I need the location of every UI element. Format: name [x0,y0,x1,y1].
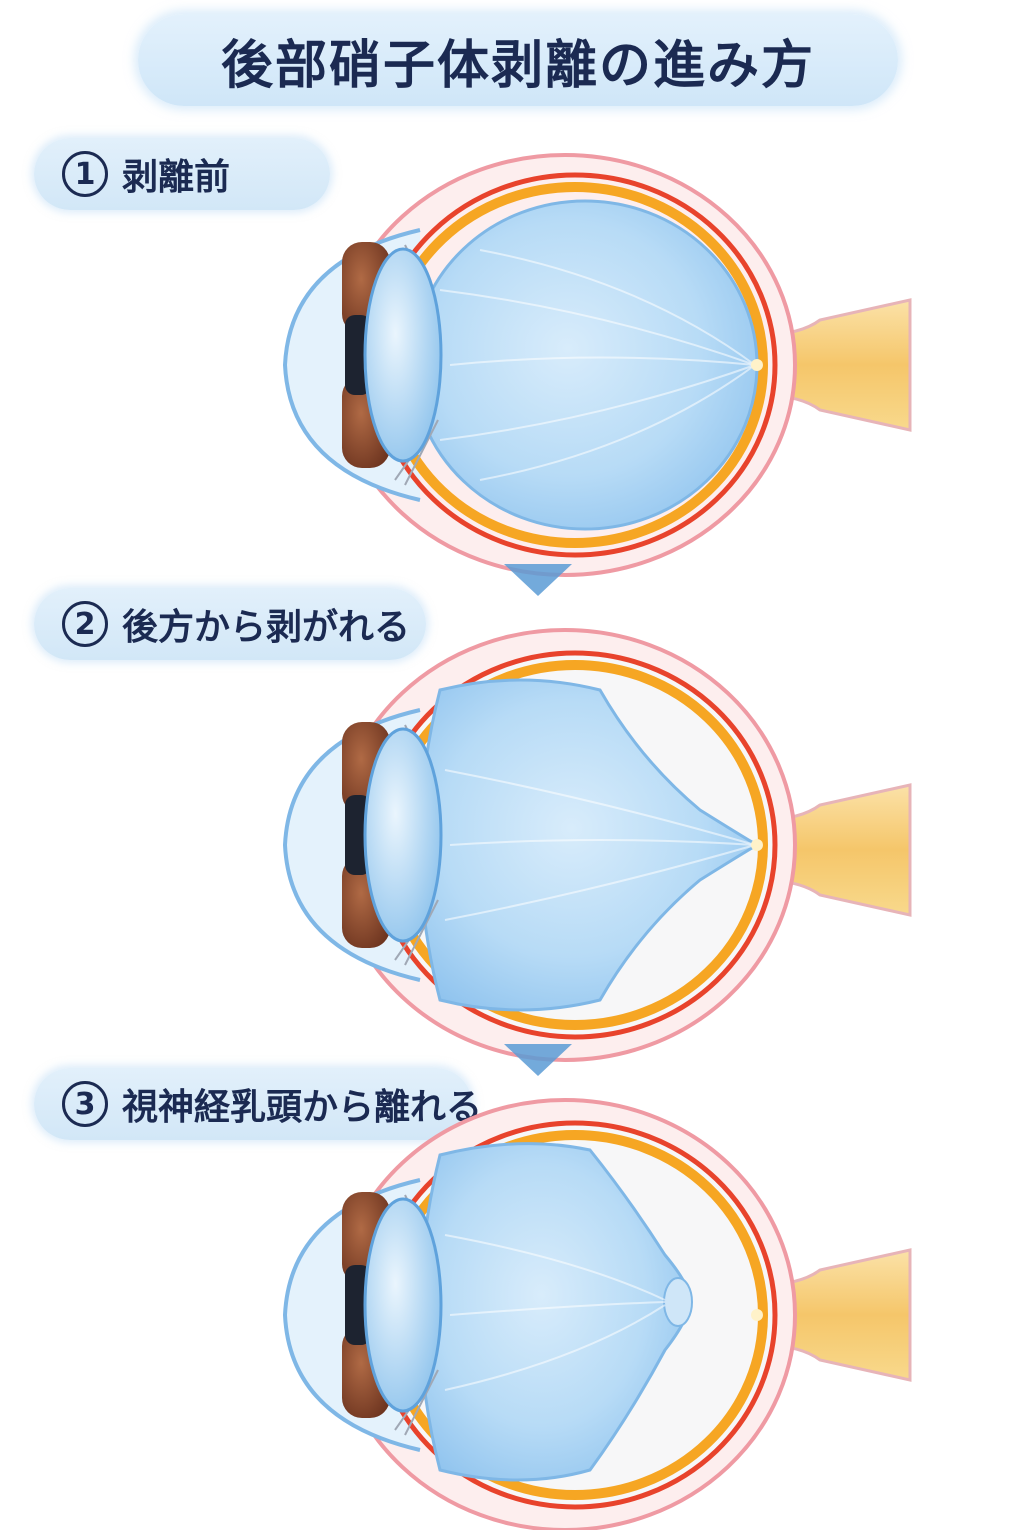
lens [363,727,443,943]
vitreous-body [411,199,759,531]
optic-disc [751,1309,763,1321]
triangle-down-icon [504,564,572,596]
weiss-ring [663,1277,693,1327]
title-banner: 後部硝子体剥離の進み方 [138,14,898,106]
step-2-number: 2 [62,601,108,647]
eye-diagram-before-detachment [282,153,912,577]
optic-disc [751,359,763,371]
vitreous-body [418,1142,692,1482]
lens [363,247,443,463]
step-3-label: 3 視神経乳頭から離れる [34,1068,482,1140]
vitreous-body [418,678,760,1012]
page-title: 後部硝子体剥離の進み方 [220,35,815,96]
step-2-text: 後方から剥がれる [122,607,411,648]
step-1-number: 1 [62,151,108,197]
step-3-text: 視神経乳頭から離れる [122,1087,483,1128]
optic-disc [751,839,763,851]
eye-diagram-separated-from-optic-disc [282,1098,912,1530]
step-1-text: 剥離前 [122,157,231,198]
lens [363,1197,443,1413]
step-2-label: 2 後方から剥がれる [34,588,426,660]
triangle-down-icon [504,1044,572,1076]
step-3-number: 3 [62,1081,108,1127]
step-1-label: 1 剥離前 [34,138,330,210]
eye-diagram-posterior-detachment [282,628,912,1062]
